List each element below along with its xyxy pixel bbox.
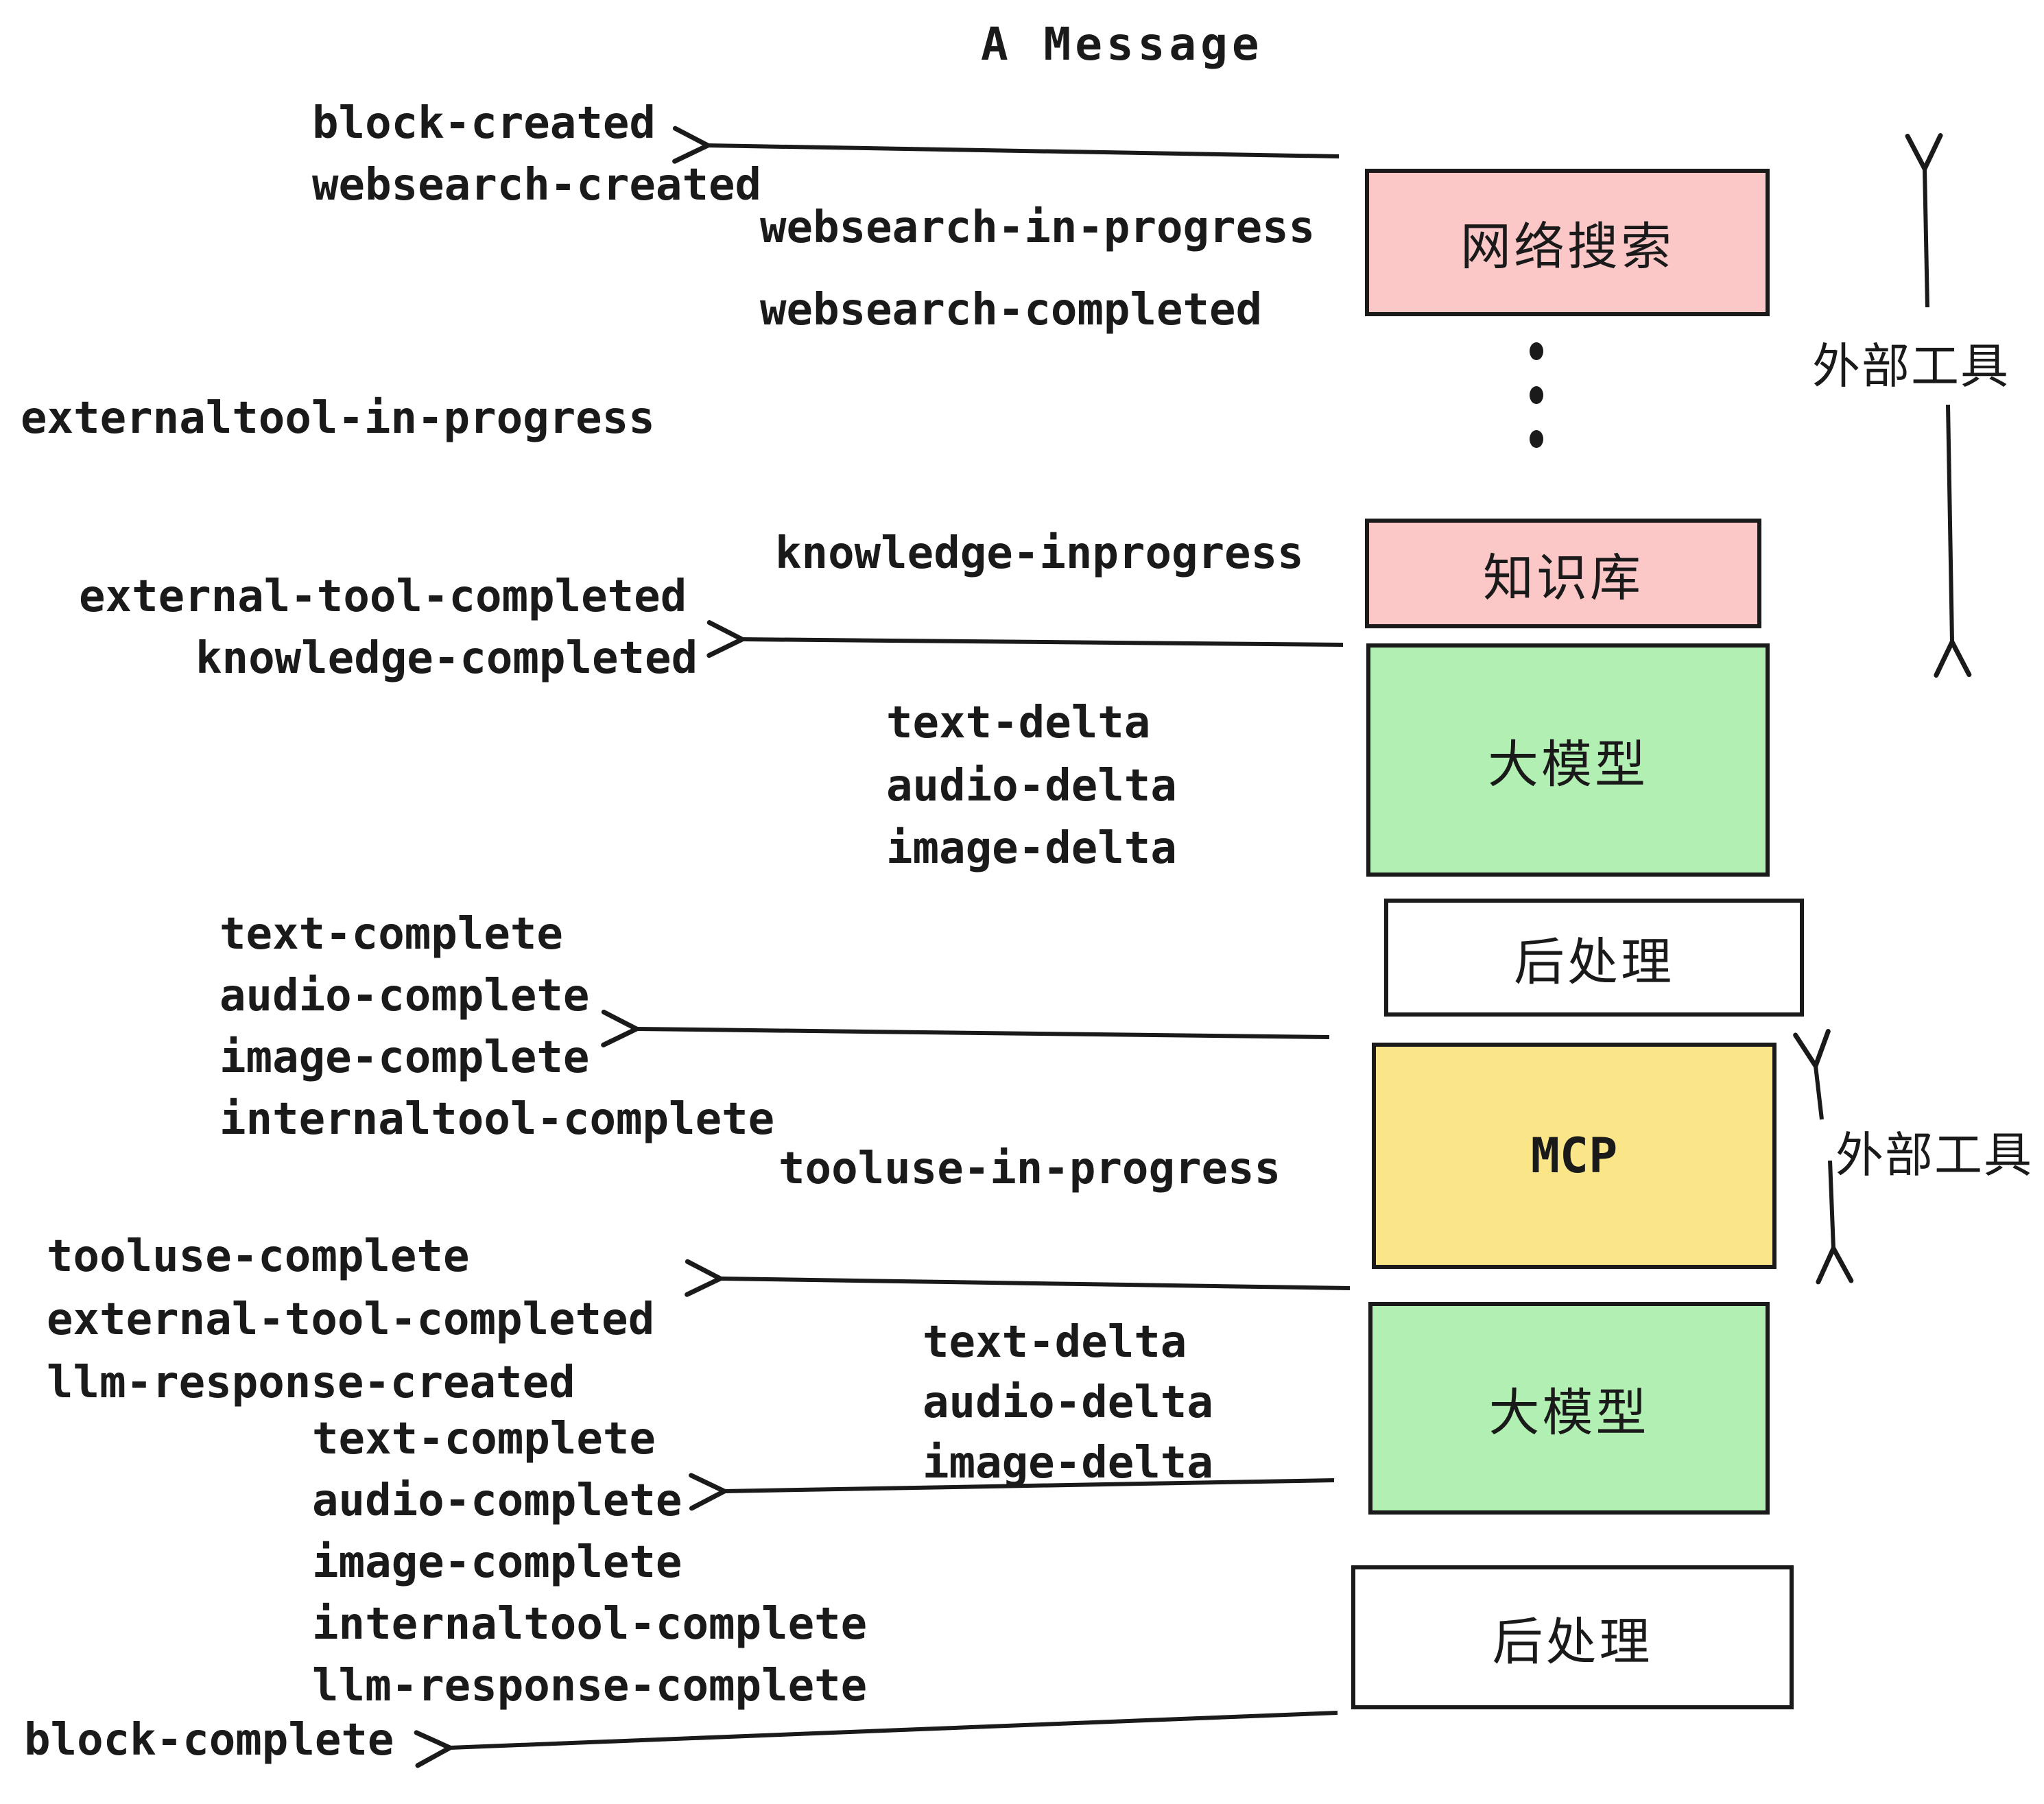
event-block-complete: block-complete (24, 1715, 394, 1766)
external-tools-bottom-up-arrow (1793, 1029, 1831, 1120)
arrow-to-image-complete (601, 1009, 1330, 1047)
llm-node-top-label: 大模型 (1488, 735, 1648, 794)
event-image-complete-1: image-complete (219, 1032, 590, 1083)
event-text-delta-1: text-delta (886, 698, 1151, 748)
event-llm-response-created: llm-response-created (47, 1357, 575, 1408)
event-image-delta-1: image-delta (886, 823, 1177, 874)
postprocess-node-top-label: 后处理 (1514, 932, 1674, 992)
event-audio-complete-1: audio-complete (219, 971, 590, 1021)
knowledge-base-node: 知识库 (1365, 519, 1761, 628)
postprocess-node-bottom: 后处理 (1351, 1565, 1794, 1709)
event-audio-delta-2: audio-delta (923, 1377, 1213, 1428)
event-image-delta-2: image-delta (923, 1438, 1213, 1488)
event-llm-response-complete: llm-response-complete (312, 1661, 868, 1711)
external-tools-top-up-arrow (1905, 133, 1943, 308)
event-knowledge-inprogress: knowledge-inprogress (775, 528, 1304, 579)
external-tools-label-bottom: 外部工具 (1835, 1127, 2033, 1183)
event-external-tool-completed-2: external-tool-completed (47, 1294, 655, 1345)
event-audio-complete-2: audio-complete (312, 1475, 682, 1526)
external-tools-bottom-down-arrow (1816, 1160, 1854, 1285)
diagram-title: A Message (981, 18, 1263, 71)
external-tools-top-down-arrow (1934, 404, 1972, 678)
event-websearch-in-progress: websearch-in-progress (760, 202, 1316, 253)
event-websearch-completed: websearch-completed (760, 285, 1263, 335)
event-internaltool-complete-1: internaltool-complete (219, 1094, 775, 1145)
event-internaltool-complete-2: internaltool-complete (312, 1599, 868, 1650)
event-text-complete-2: text-complete (312, 1414, 656, 1464)
llm-node-bottom: 大模型 (1368, 1302, 1770, 1515)
knowledge-base-node-label: 知识库 (1483, 548, 1643, 608)
event-block-created: block-created (312, 98, 656, 149)
event-audio-delta-1: audio-delta (886, 761, 1177, 811)
websearch-node: 网络搜索 (1365, 169, 1770, 316)
arrow-to-external-tool-completed (685, 1259, 1351, 1297)
event-websearch-created: websearch-created (312, 160, 762, 211)
arrow-to-block-complete (414, 1711, 1338, 1768)
postprocess-node-bottom-label: 后处理 (1492, 1612, 1653, 1672)
event-knowledge-completed: knowledge-completed (195, 633, 698, 684)
arrow-to-knowledge-completed (706, 620, 1344, 658)
event-tooluse-in-progress: tooluse-in-progress (779, 1143, 1281, 1194)
external-tools-label-top: 外部工具 (1812, 338, 2010, 394)
event-tooluse-complete: tooluse-complete (47, 1231, 470, 1282)
event-text-delta-2: text-delta (923, 1317, 1187, 1368)
event-externaltool-in-progress: externaltool-in-progress (21, 393, 655, 444)
llm-node-bottom-label: 大模型 (1488, 1383, 1650, 1443)
event-image-complete-2: image-complete (312, 1537, 682, 1588)
vertical-ellipsis-dots (1530, 342, 1543, 448)
websearch-node-label: 网络搜索 (1460, 217, 1674, 276)
postprocess-node-top: 后处理 (1384, 899, 1804, 1017)
event-text-complete-1: text-complete (219, 909, 563, 960)
llm-node-top: 大模型 (1366, 643, 1770, 877)
mcp-node: MCP (1372, 1043, 1776, 1269)
event-external-tool-completed-1: external-tool-completed (79, 571, 687, 622)
mcp-node-label: MCP (1530, 1128, 1618, 1184)
arrow-to-block-created (672, 126, 1340, 164)
